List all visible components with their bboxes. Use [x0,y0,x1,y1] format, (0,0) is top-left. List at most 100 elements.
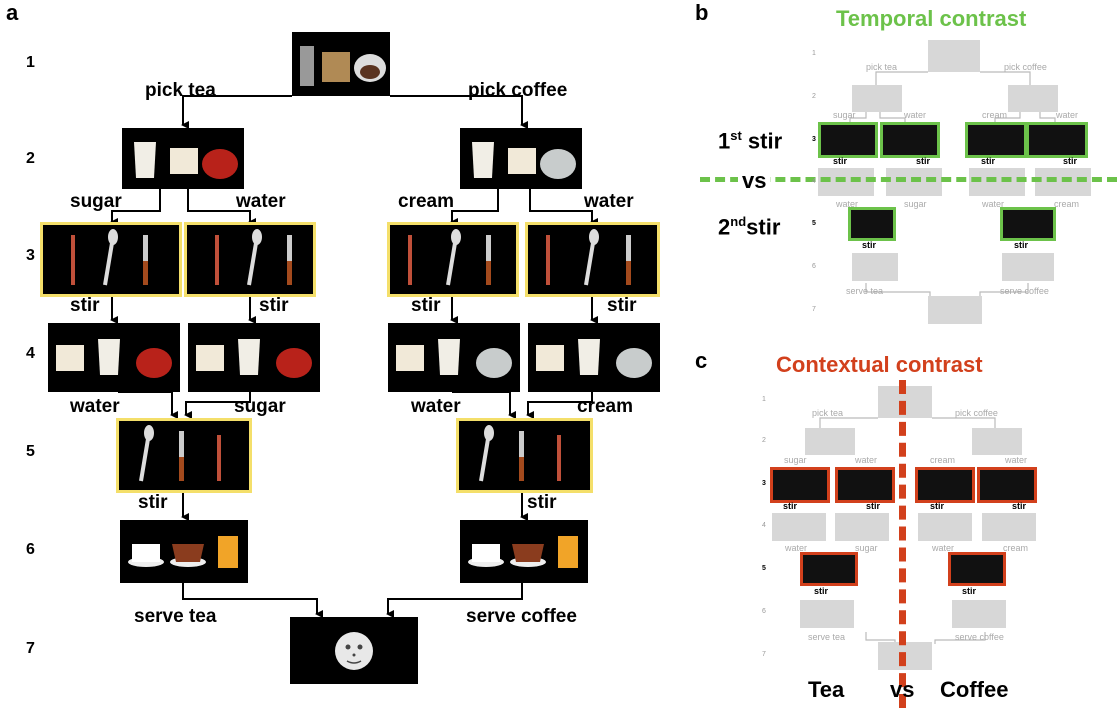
label-stir: stir [1014,240,1029,250]
mini-box-stir-tea [835,467,895,503]
step-number: 2 [762,437,766,444]
mini-box-end [928,296,982,324]
panel-label-a: a [6,0,19,25]
label-stir: stir [866,501,881,511]
flow-arrows [110,95,598,618]
label-vs: vs [890,677,915,702]
label-stir: stir [814,586,829,596]
mini-box-ingredients [818,168,874,196]
label-stir: stir [1063,156,1078,166]
label-stir: stir [783,501,798,511]
mini-box-drinks [952,600,1006,628]
label-second-stir: 2ndstir [718,214,781,240]
box-utensils-highlight [387,222,519,297]
mini-box-stir-coffee [948,552,1006,586]
box-utensils-highlight [116,418,252,493]
label-water: water [855,455,878,465]
label-water: water [982,199,1005,209]
mini-box-ingredients [886,168,942,196]
label-pick-tea: pick tea [145,80,216,101]
mini-box-ingredients [918,513,972,541]
label-stir: stir [259,295,289,316]
label-cream: cream [982,110,1008,120]
mini-box-first-stir [818,122,878,158]
box-ingredients [48,323,180,392]
step-number: 7 [26,640,35,657]
box-start-ingredients [292,32,390,96]
mini-box-ingredients [805,428,855,455]
mini-box-ingredients [972,428,1022,455]
label-cream: cream [930,455,956,465]
label-cream: cream [577,396,633,417]
label-stir: stir [1012,501,1027,511]
label-pick-coffee: pick coffee [1004,62,1047,72]
step-number: 1 [762,396,766,403]
label-stir: stir [862,240,877,250]
label-stir: stir [607,295,637,316]
label-serve-coffee: serve coffee [955,632,1004,642]
label-water: water [904,110,927,120]
label-water: water [785,543,808,553]
label-water: water [932,543,955,553]
box-smiley-end [290,617,418,684]
mini-box-first-stir [1026,122,1088,158]
mini-box-stir-tea [770,467,830,503]
step-number: 6 [26,541,35,558]
label-stir: stir [833,156,848,166]
box-utensils-highlight [184,222,316,297]
label-stir: stir [916,156,931,166]
step-number: 5 [812,220,816,227]
step-number: 7 [762,651,766,658]
label-serve-tea: serve tea [134,606,217,627]
label-stir: stir [981,156,996,166]
step-number: 3 [762,480,766,487]
label-cream: cream [1054,199,1080,209]
label-serve-tea: serve tea [808,632,846,642]
label-water: water [836,199,859,209]
box-ingredients [528,323,660,392]
mini-box-ingredients [1035,168,1091,196]
mini-box-stir-tea [800,552,858,586]
box-ingredients [388,323,520,392]
step-number: 5 [762,565,766,572]
panel-label-b: b [695,0,709,25]
label-sugar: sugar [833,110,856,120]
mini-box-second-stir [848,207,896,241]
panel-label-c: c [695,348,708,373]
label-water: water [1056,110,1079,120]
label-water: water [236,191,286,212]
temporal-divider [700,177,1117,182]
step-number: 2 [812,93,816,100]
label-pick-coffee: pick coffee [468,80,568,101]
label-stir: stir [930,501,945,511]
step-number: 5 [26,443,35,460]
step-number: 2 [26,150,35,167]
label-pick-coffee: pick coffee [955,408,998,418]
title-contextual-contrast: Contextual contrast [776,352,983,377]
label-stir: stir [411,295,441,316]
box-drinks [460,520,588,583]
label-pick-tea: pick tea [866,62,898,72]
label-cream: cream [1003,543,1029,553]
label-water: water [1005,455,1028,465]
box-utensils-highlight [456,418,593,493]
step-number: 4 [812,178,816,185]
label-sugar: sugar [234,396,286,417]
label-sugar: sugar [70,191,122,212]
step-number: 4 [26,345,35,362]
label-sugar: sugar [904,199,927,209]
box-utensils-highlight [525,222,660,297]
label-sugar: sugar [855,543,878,553]
mini-box-stir-coffee [977,467,1037,503]
label-water: water [70,396,120,417]
label-coffee: Coffee [940,677,1009,702]
step-number: 4 [762,522,766,529]
label-water: water [411,396,461,417]
mini-box-second-stir [1000,207,1056,241]
label-pick-tea: pick tea [812,408,844,418]
box-tea-ingredients [122,128,244,189]
label-serve-coffee: serve coffee [466,606,577,627]
step-number: 6 [812,263,816,270]
label-stir: stir [70,295,100,316]
label-sugar: sugar [784,455,807,465]
